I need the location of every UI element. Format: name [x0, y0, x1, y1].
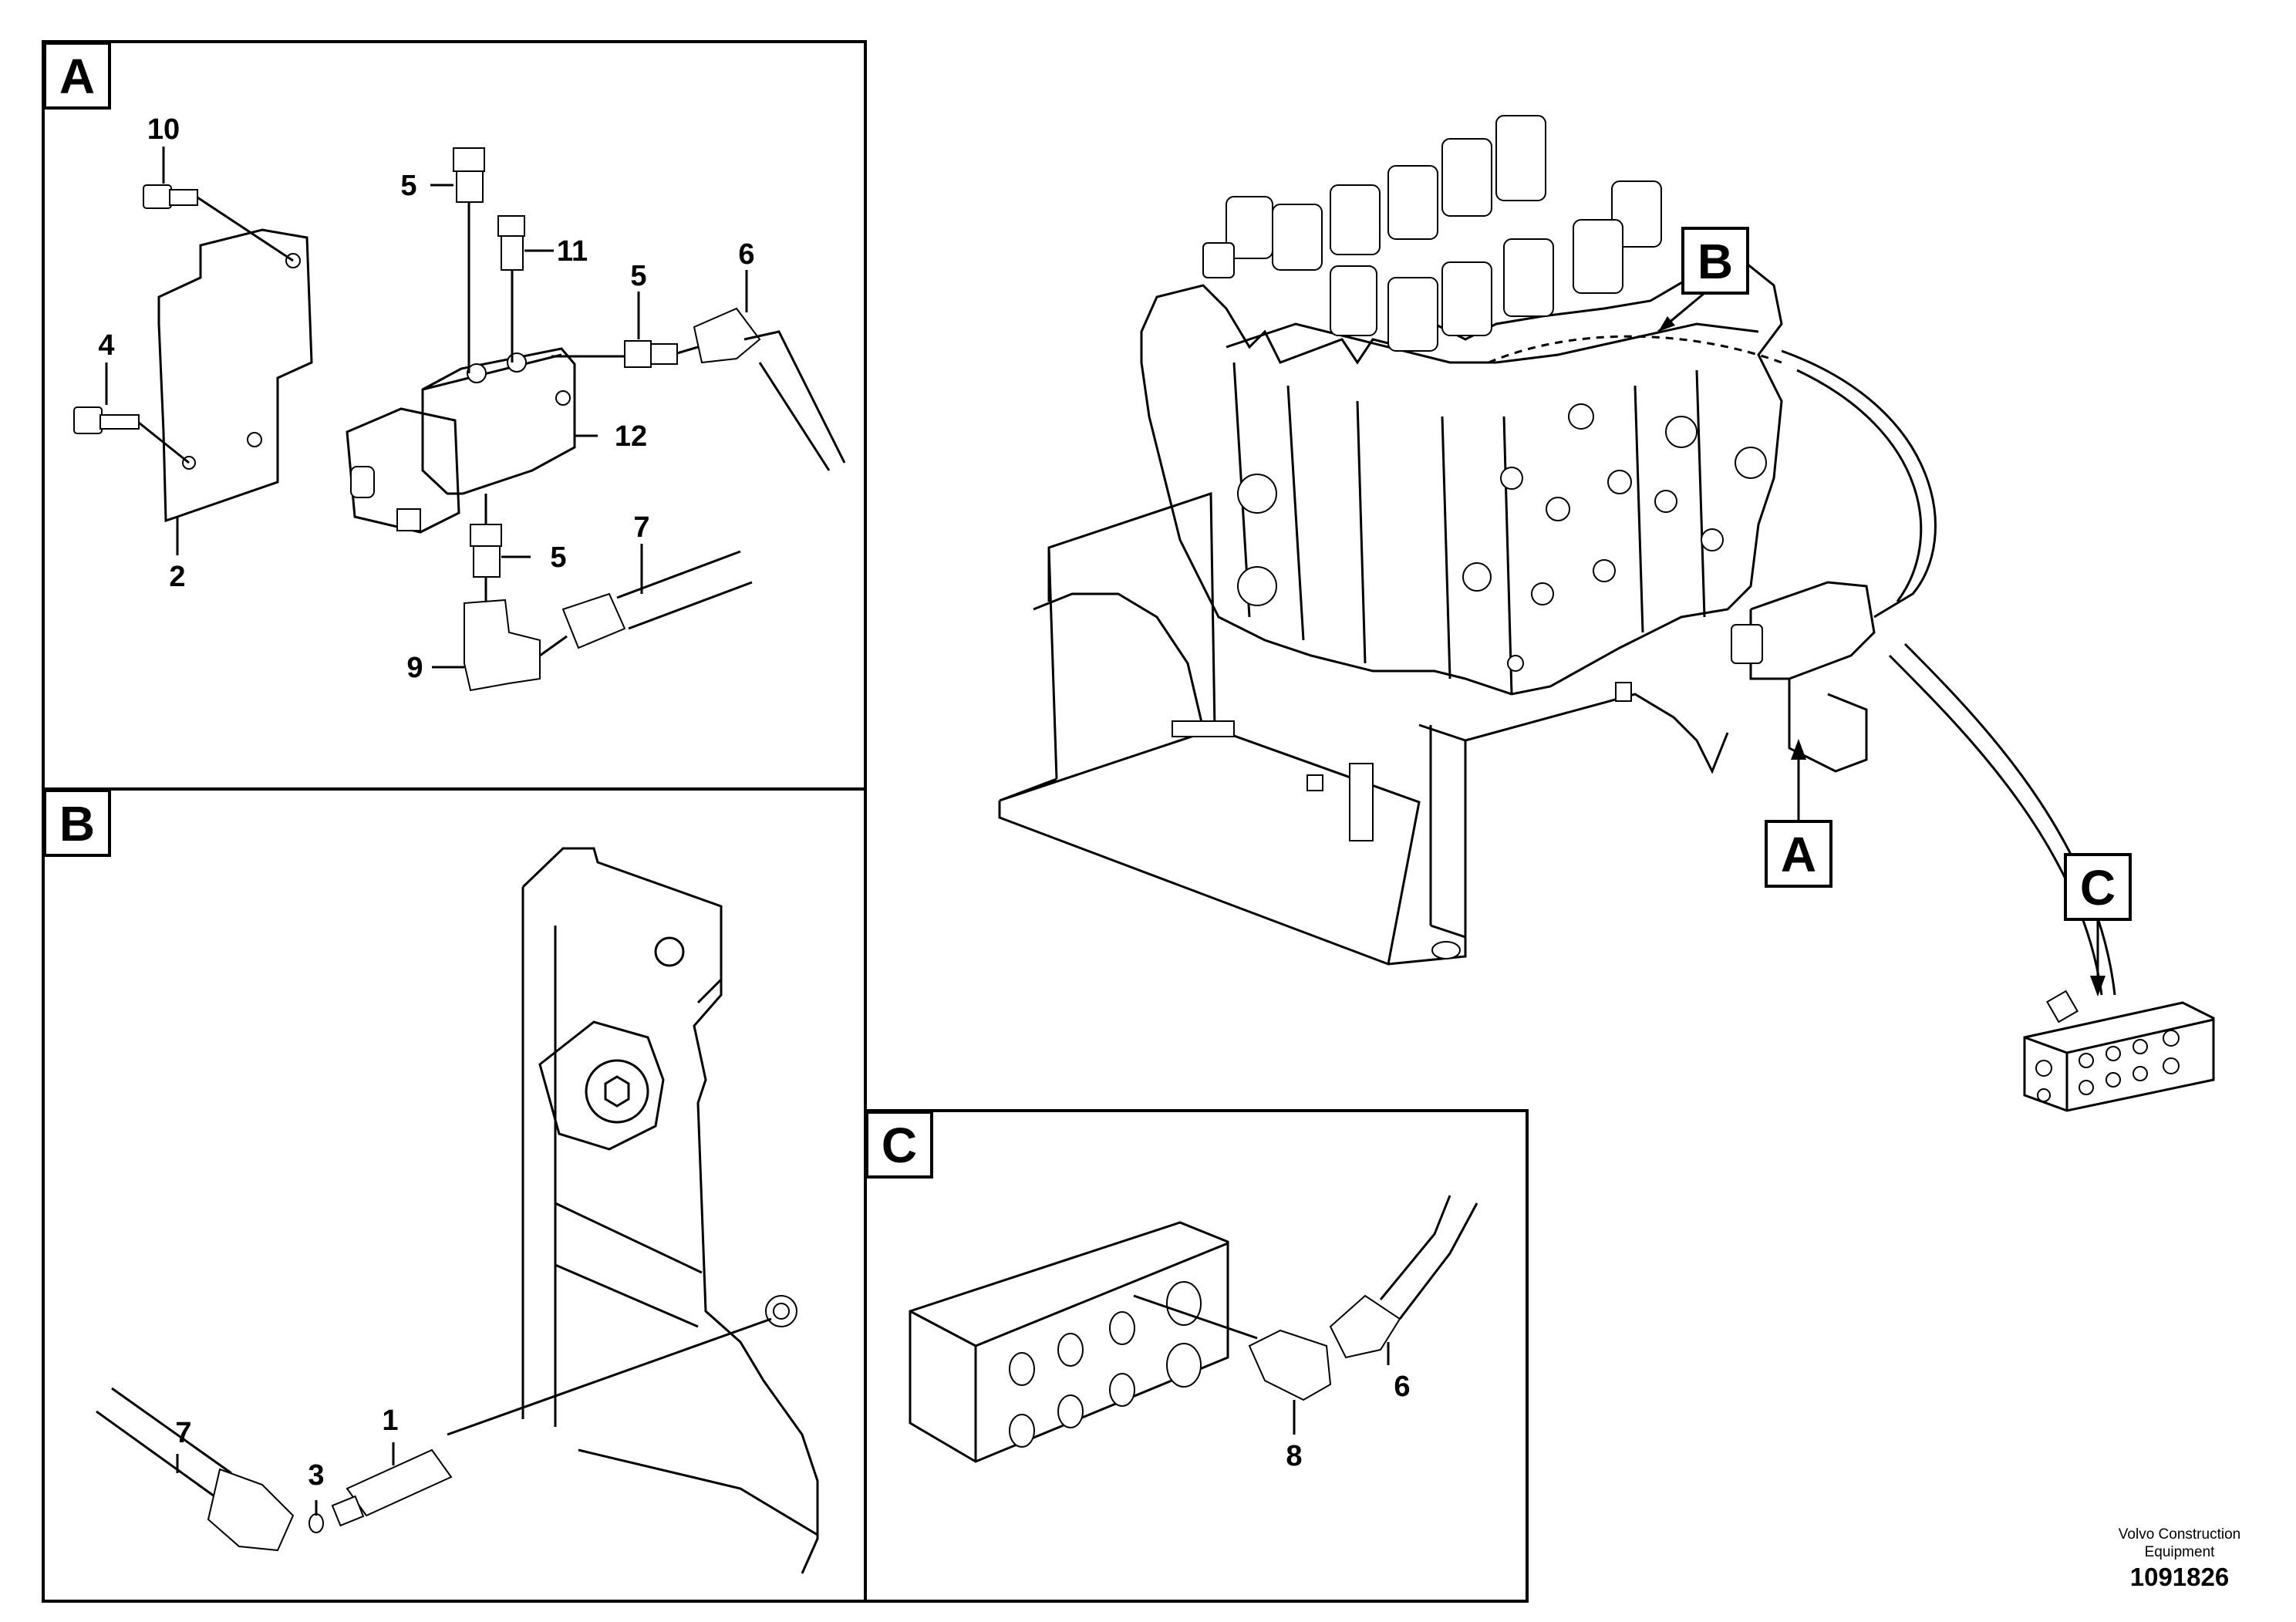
panel-c: C 8 6 — [864, 1109, 1529, 1603]
elbow-9 — [464, 599, 541, 692]
hose-7 — [539, 550, 753, 657]
fitting-5-right — [624, 340, 699, 368]
part-label: 11 — [557, 235, 588, 268]
frame-square — [1615, 682, 1632, 702]
panel-c-tag-box — [865, 1111, 933, 1179]
frame-plate — [1349, 763, 1374, 841]
main-assembly: B A C — [998, 115, 2215, 1112]
housing-hole — [654, 936, 685, 967]
part-label: 5 — [550, 541, 566, 574]
coil-cap — [350, 466, 375, 498]
solenoid-coil — [346, 407, 460, 534]
elbow-8 — [1248, 1329, 1332, 1401]
fitting-1-nose — [331, 1495, 365, 1527]
port-b-inner — [773, 1303, 790, 1320]
manifold-block — [909, 1221, 1229, 1463]
drawing-number: 1091826 — [2130, 1563, 2229, 1591]
part-label: 9 — [406, 652, 423, 684]
callout-b-box — [1681, 227, 1749, 295]
panel-a: A — [42, 40, 867, 791]
hose-6-c — [1379, 1195, 1478, 1320]
valve-sections — [1232, 362, 1706, 695]
valve-port — [467, 363, 487, 383]
o-ring-3 — [308, 1513, 324, 1533]
panel-a-tag: A — [59, 49, 95, 104]
frame-square — [1306, 774, 1323, 791]
part-label: 1 — [382, 1404, 398, 1437]
coil-connector — [396, 508, 421, 531]
main-manifold-c — [2023, 1001, 2215, 1112]
bracket-plate — [157, 228, 313, 523]
bolt-10 — [143, 184, 294, 262]
arrow-c — [2090, 976, 2106, 996]
panel-b: B 7 3 1 — [42, 787, 867, 1603]
part-label: 7 — [175, 1417, 191, 1449]
part-label: 2 — [169, 561, 185, 593]
part-label: 6 — [738, 238, 754, 271]
part-label: 3 — [308, 1459, 324, 1492]
callout-b: B — [1698, 234, 1733, 289]
valve-bosses — [1237, 403, 1767, 672]
main-hose-fitting — [2046, 990, 2079, 1023]
housing-boss — [538, 1020, 665, 1151]
callout-c: C — [2080, 860, 2116, 916]
valve-port — [555, 390, 571, 406]
base-side — [1418, 693, 1729, 937]
main-hose — [1781, 349, 2116, 996]
hose-6-nut — [1329, 1294, 1401, 1359]
valve-top-edge — [1226, 322, 1759, 364]
fitting-5-bottom — [470, 494, 502, 602]
part-label: 4 — [98, 329, 114, 362]
base-frame — [998, 491, 1467, 966]
hidden-hose — [1488, 335, 1782, 364]
main-coil — [1731, 624, 1763, 664]
callout-a-box — [1765, 820, 1832, 888]
panel-b-frame — [42, 787, 867, 1603]
main-solenoid-valve — [1749, 581, 1876, 773]
brand-line-1: Volvo Construction — [2119, 1526, 2240, 1543]
frame-slot — [1172, 720, 1235, 737]
hex-socket — [604, 1075, 630, 1108]
valve-housing — [521, 847, 819, 1574]
arrow-a — [1791, 739, 1806, 760]
arrow-b — [1658, 316, 1675, 332]
part-label: 5 — [630, 260, 646, 292]
valve-port — [507, 352, 527, 373]
panel-c-tag: C — [882, 1118, 917, 1173]
housing-ribs — [555, 1202, 818, 1536]
fitting-11 — [497, 215, 525, 363]
part-label: 12 — [615, 420, 647, 453]
hose-7-b — [96, 1387, 295, 1552]
frame-bolt — [1431, 941, 1461, 959]
bolt-4 — [73, 406, 190, 464]
part-label: 7 — [633, 511, 649, 544]
manifold-ports — [1009, 1281, 1202, 1448]
callout-c-box — [2064, 853, 2132, 921]
control-valve-body — [1140, 253, 1783, 696]
callout-a: A — [1781, 827, 1816, 882]
hose-6 — [693, 307, 846, 471]
spool-caps — [1202, 115, 1662, 352]
brand-line-2: Equipment — [2145, 1544, 2216, 1560]
bracket-hole — [247, 432, 262, 447]
footer: Volvo Construction Equipment 1091826 — [2119, 1526, 2240, 1591]
panel-b-tag-box — [43, 789, 111, 857]
panel-b-tag: B — [59, 796, 95, 851]
fitting-5-top — [453, 147, 485, 373]
panel-a-tag-box — [43, 42, 111, 110]
part-label: 10 — [147, 113, 180, 146]
part-label: 8 — [1286, 1440, 1302, 1472]
hex-plug — [585, 1059, 649, 1124]
part-label: 6 — [1394, 1371, 1410, 1403]
main-manifold-ports — [2035, 1030, 2180, 1102]
part-label: 5 — [400, 170, 416, 202]
